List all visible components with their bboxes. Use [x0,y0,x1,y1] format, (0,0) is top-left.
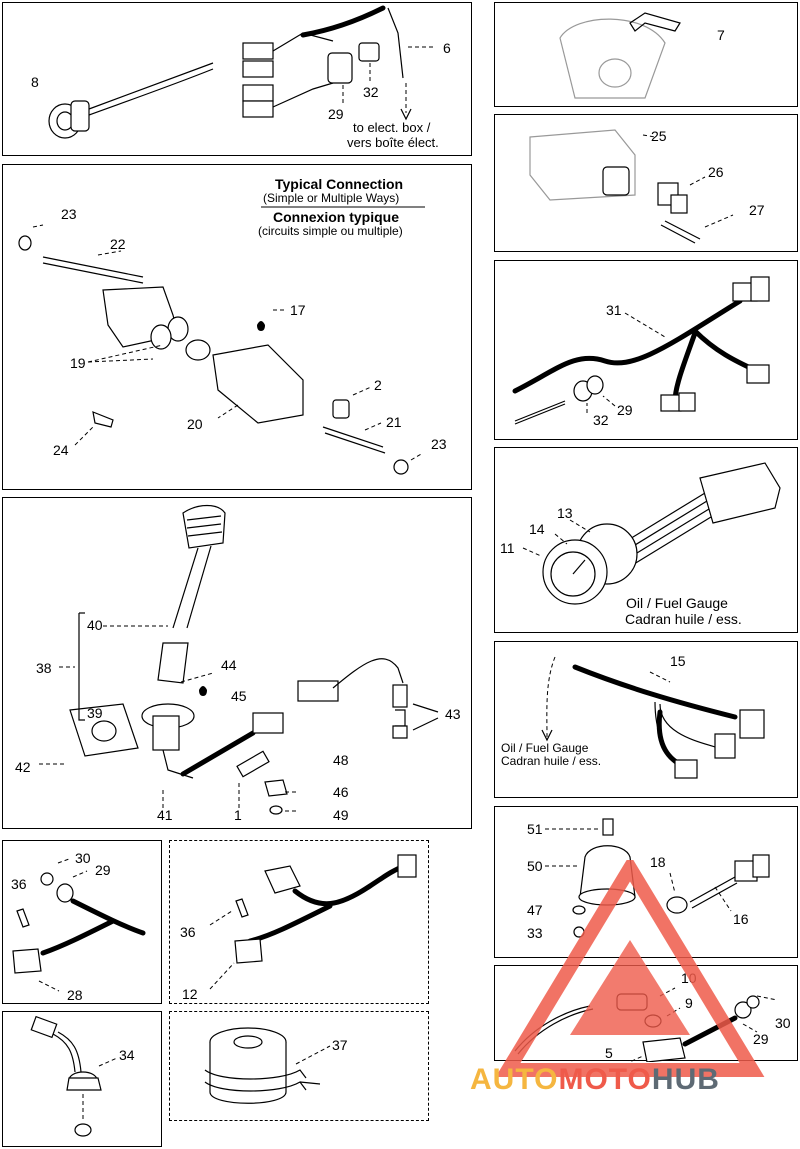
connexion-typique-title: Connexion typique [273,209,399,225]
part-label-42: 42 [15,759,31,775]
typical-connection-subtitle: (Simple or Multiple Ways) [263,191,400,205]
part-label-45: 45 [231,688,247,704]
panel-harness-31: 31 32 29 [494,260,798,440]
part-label-40: 40 [87,617,103,633]
part-label-29: 29 [328,106,344,122]
part-label-47: 47 [527,902,543,918]
gauge-caption-fr: Cadran huile / ess. [625,611,742,627]
panel-typical-connection-drawing [18,206,425,475]
part-label-13: 13 [557,505,573,521]
part-label-48: 48 [333,752,349,768]
panel-sensor-34-drawing [30,1015,118,1137]
part-label-27: 27 [749,202,765,218]
part-label-29: 29 [95,862,111,878]
panel-cover: 7 [494,2,798,107]
part-label-51: 51 [527,821,543,837]
part-label-21: 21 [386,414,402,430]
part-label-32: 32 [363,84,379,100]
gauge-caption-en-2: Oil / Fuel Gauge [501,741,589,755]
part-label-37: 37 [332,1037,348,1053]
panel-sensor-34: 34 [2,1011,162,1147]
panel-typical-connection: Typical Connection (Simple or Multiple W… [2,164,472,490]
part-label-46: 46 [333,784,349,800]
part-label-20: 20 [187,416,203,432]
part-label-15: 15 [670,653,686,669]
part-label-23-top: 23 [61,206,77,222]
panel-horn: 51 50 18 47 33 16 [494,806,798,958]
panel-throttle-assembly-drawing [39,504,439,815]
part-label-9: 9 [685,995,693,1011]
part-label-6: 6 [443,40,451,56]
part-label-30: 30 [75,850,91,866]
part-label-22: 22 [110,236,126,252]
part-label-19: 19 [70,355,86,371]
part-label-25: 25 [651,128,667,144]
panel-switch-12: 36 12 [169,840,429,1004]
part-label-11: 11 [500,540,515,556]
typical-connection-title: Typical Connection [275,176,404,192]
watermark-auto: AUTO [470,1063,559,1096]
panel-harness-31-drawing [512,276,770,425]
part-label-29: 29 [753,1031,769,1047]
panel-harness-15: 15 Oil / Fuel Gauge Cadran huile / ess. [494,641,798,798]
part-label-17: 17 [290,302,306,318]
part-label-43: 43 [445,706,461,722]
part-label-29: 29 [617,402,633,418]
panel-switch-28: 30 29 36 28 [2,840,162,1004]
part-label-32: 32 [593,412,609,428]
panel-blower-37-drawing [204,1027,331,1104]
watermark-moto: MOTO [558,1063,652,1096]
part-label-1: 1 [234,807,242,823]
panel-switch-28-drawing [12,858,146,992]
note-to-elect-box-fr: vers boîte élect. [347,135,439,150]
part-label-7: 7 [717,27,725,43]
part-label-5: 5 [605,1045,613,1061]
connexion-typique-subtitle: (circuits simple ou multiple) [258,224,403,238]
part-label-50: 50 [527,858,543,874]
part-label-33: 33 [527,925,543,941]
panel-cover-drawing [559,12,681,99]
part-label-49: 49 [333,807,349,823]
part-label-14: 14 [529,521,545,537]
part-label-26: 26 [708,164,724,180]
part-label-2: 2 [374,377,382,393]
panel-sensor-wiring: 8 29 32 6 to elect. box / vers boîte éle… [2,2,472,156]
part-label-39: 39 [87,705,103,721]
panel-harness-15-drawing [541,656,765,779]
watermark-brand: AUTOMOTOHUB [470,1063,720,1097]
panel-oil-fuel-gauge: 13 14 11 Oil / Fuel Gauge Cadran huile /… [494,447,798,633]
panel-battery-connector: 25 26 27 [494,114,798,252]
part-label-38: 38 [36,660,52,676]
part-label-12: 12 [182,986,198,1002]
part-label-16: 16 [733,911,749,927]
panel-throttle-assembly: 40 38 39 44 45 43 42 48 46 49 41 1 [2,497,472,829]
part-label-34: 34 [119,1047,135,1063]
panel-sensor-wiring-drawing [48,5,433,139]
gauge-caption-en: Oil / Fuel Gauge [626,595,728,611]
panel-oil-fuel-gauge-drawing [522,462,781,605]
panel-battery-connector-drawing [529,129,734,244]
panel-blower-37: 37 [169,1011,429,1121]
panel-switch-12-drawing [209,854,417,990]
part-label-31: 31 [606,302,622,318]
part-label-18: 18 [650,854,666,870]
part-label-28: 28 [67,987,83,1003]
part-label-41: 41 [157,807,173,823]
watermark-hub: HUB [651,1063,720,1096]
part-label-23-bottom: 23 [431,436,447,452]
part-label-8: 8 [31,74,39,90]
part-label-36: 36 [180,924,196,940]
part-label-44: 44 [221,657,237,673]
part-label-30: 30 [775,1015,791,1031]
part-label-24: 24 [53,442,69,458]
watermark-triangle-logo [495,860,765,1077]
note-to-elect-box-en: to elect. box / [353,120,431,135]
part-label-36: 36 [11,876,27,892]
gauge-caption-fr-2: Cadran huile / ess. [501,754,602,768]
